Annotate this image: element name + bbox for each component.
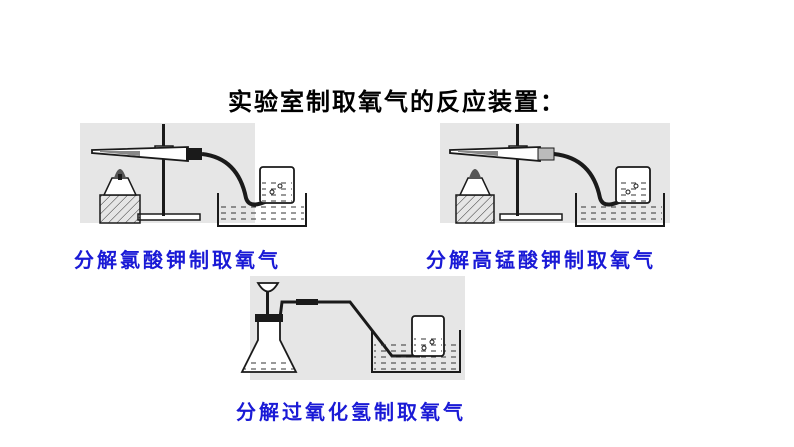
flame bbox=[469, 169, 481, 178]
water-trough bbox=[575, 193, 665, 227]
bubble bbox=[633, 183, 639, 189]
bottle-water bbox=[262, 182, 292, 202]
stand-rod bbox=[162, 124, 165, 216]
bubble bbox=[625, 189, 631, 195]
page-title: 实验室制取氧气的反应装置： bbox=[228, 88, 566, 116]
bottle-water bbox=[414, 338, 442, 355]
stopper-with-cotton bbox=[537, 147, 555, 161]
separatory-funnel bbox=[256, 282, 280, 293]
h2o2-apparatus bbox=[240, 276, 465, 380]
bubble bbox=[429, 339, 435, 345]
wooden-block bbox=[99, 194, 141, 224]
trough-water bbox=[220, 203, 304, 224]
bubble bbox=[269, 189, 275, 195]
caption-h2o2: 分解过氧化氢制取氧气 bbox=[236, 400, 466, 424]
rubber-stopper bbox=[255, 314, 283, 322]
water-trough bbox=[371, 330, 461, 373]
flame bbox=[114, 169, 126, 178]
flask-liquid bbox=[243, 360, 295, 371]
wick bbox=[118, 174, 122, 180]
water-trough bbox=[217, 193, 307, 227]
caption-kclo3: 分解氯酸钾制取氧气 bbox=[74, 248, 281, 272]
powder bbox=[100, 151, 140, 156]
rubber-tube bbox=[296, 299, 318, 305]
trough-water bbox=[578, 203, 662, 224]
bubble bbox=[421, 345, 427, 351]
stand-rod bbox=[516, 124, 519, 216]
bottle-water bbox=[618, 182, 648, 202]
caption-kmno4: 分解高锰酸钾制取氧气 bbox=[426, 248, 656, 272]
powder bbox=[458, 151, 498, 156]
stand-base bbox=[499, 213, 563, 221]
wooden-block bbox=[455, 194, 495, 224]
stand-base bbox=[137, 213, 201, 221]
alcohol-lamp bbox=[458, 177, 492, 196]
bubble bbox=[277, 183, 283, 189]
delivery-tube bbox=[553, 152, 632, 207]
alcohol-lamp bbox=[102, 177, 138, 196]
kmno4-apparatus bbox=[440, 123, 670, 227]
kclo3-apparatus bbox=[80, 123, 307, 227]
stopper bbox=[186, 148, 202, 160]
